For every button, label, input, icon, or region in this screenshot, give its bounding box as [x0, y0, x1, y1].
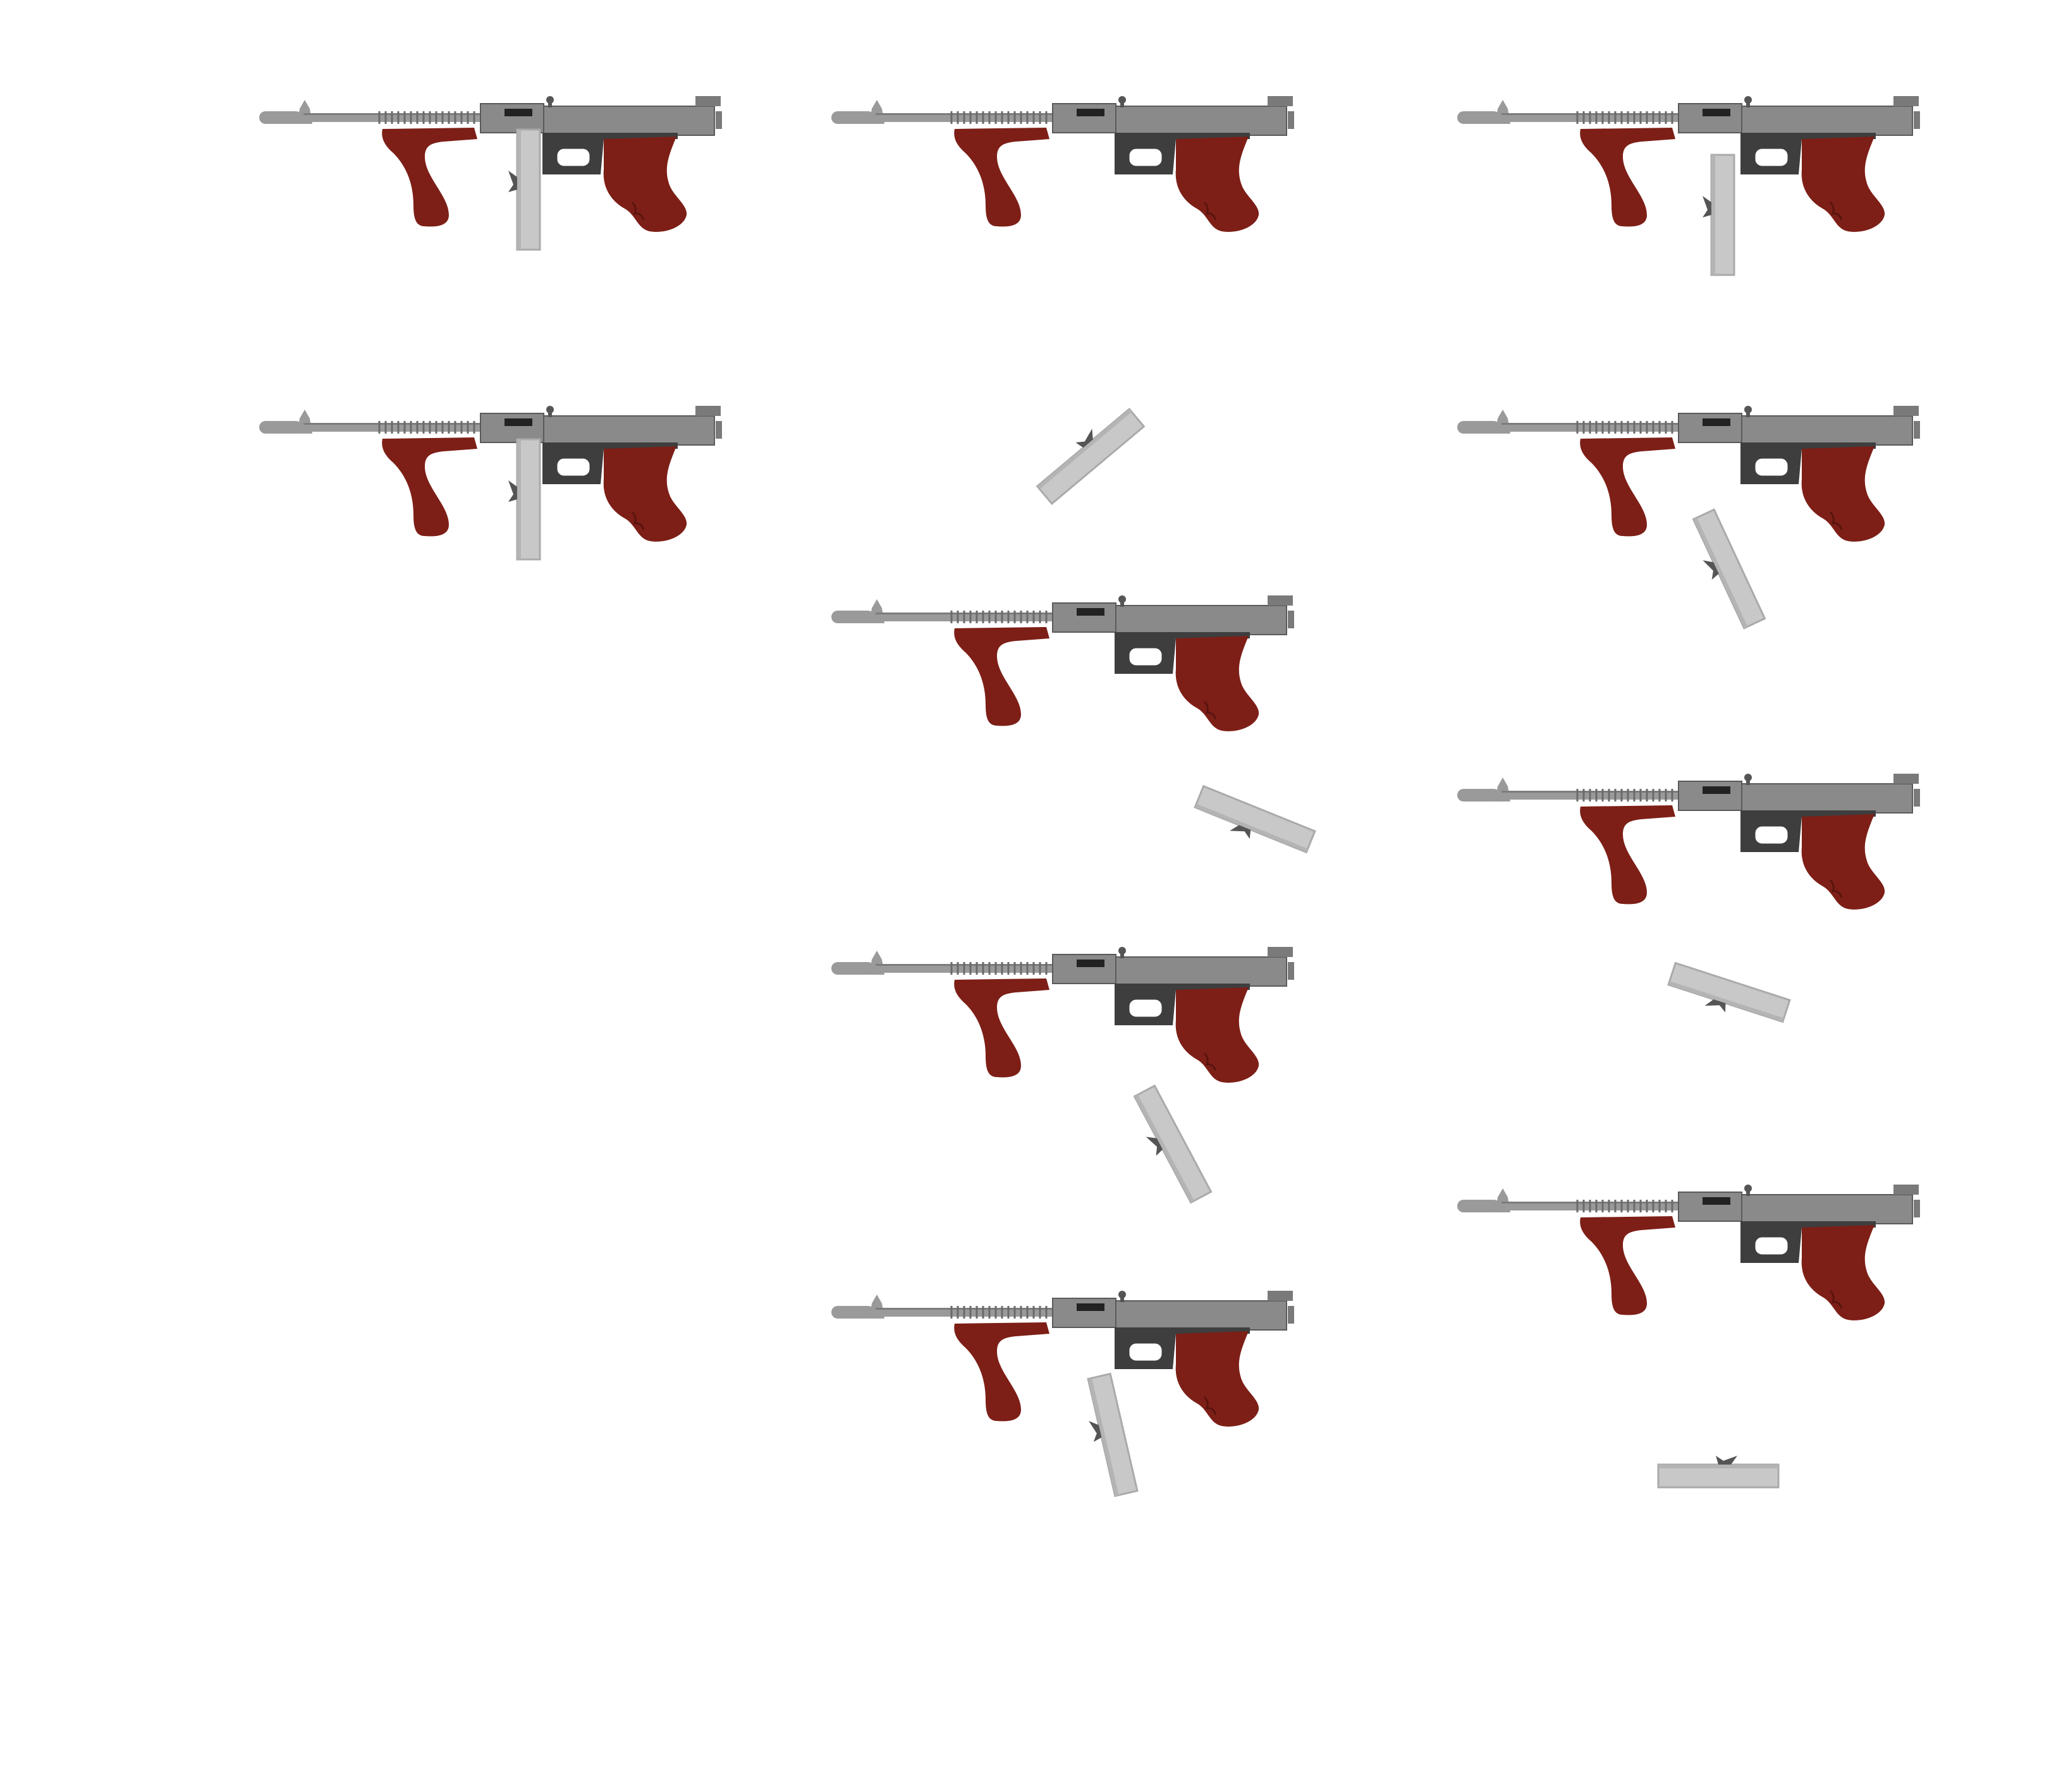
magazine-falling-1 [1684, 508, 1766, 633]
sprite-frame-col3-2 [1456, 405, 1921, 543]
sprite-frame-col1-1 [258, 95, 723, 251]
sprite-frame-col1-2 [258, 405, 723, 561]
magazine-flying-2 [1190, 785, 1316, 862]
magazine-dropping [1701, 154, 1735, 276]
sprite-frame-col3-4 [1456, 1183, 1921, 1322]
magazine-falling-2 [1665, 962, 1791, 1032]
magazine-inserted [507, 128, 541, 251]
magazine-inserted [507, 438, 541, 561]
magazine-flying-3 [1125, 1085, 1212, 1208]
sprite-frame-col2-1 [830, 95, 1295, 233]
sprite-frame-col2-3 [830, 946, 1295, 1084]
sprite-frame-col3-3 [1456, 772, 1921, 911]
sprite-frame-col2-4 [830, 1289, 1295, 1499]
sprite-frame-col3-1 [1456, 95, 1921, 276]
sprite-frame-col2-2 [830, 594, 1295, 733]
magazine-landed [1657, 1454, 1780, 1489]
magazine-flying-1 [1030, 401, 1145, 505]
magazine-dropping [1078, 1372, 1139, 1499]
